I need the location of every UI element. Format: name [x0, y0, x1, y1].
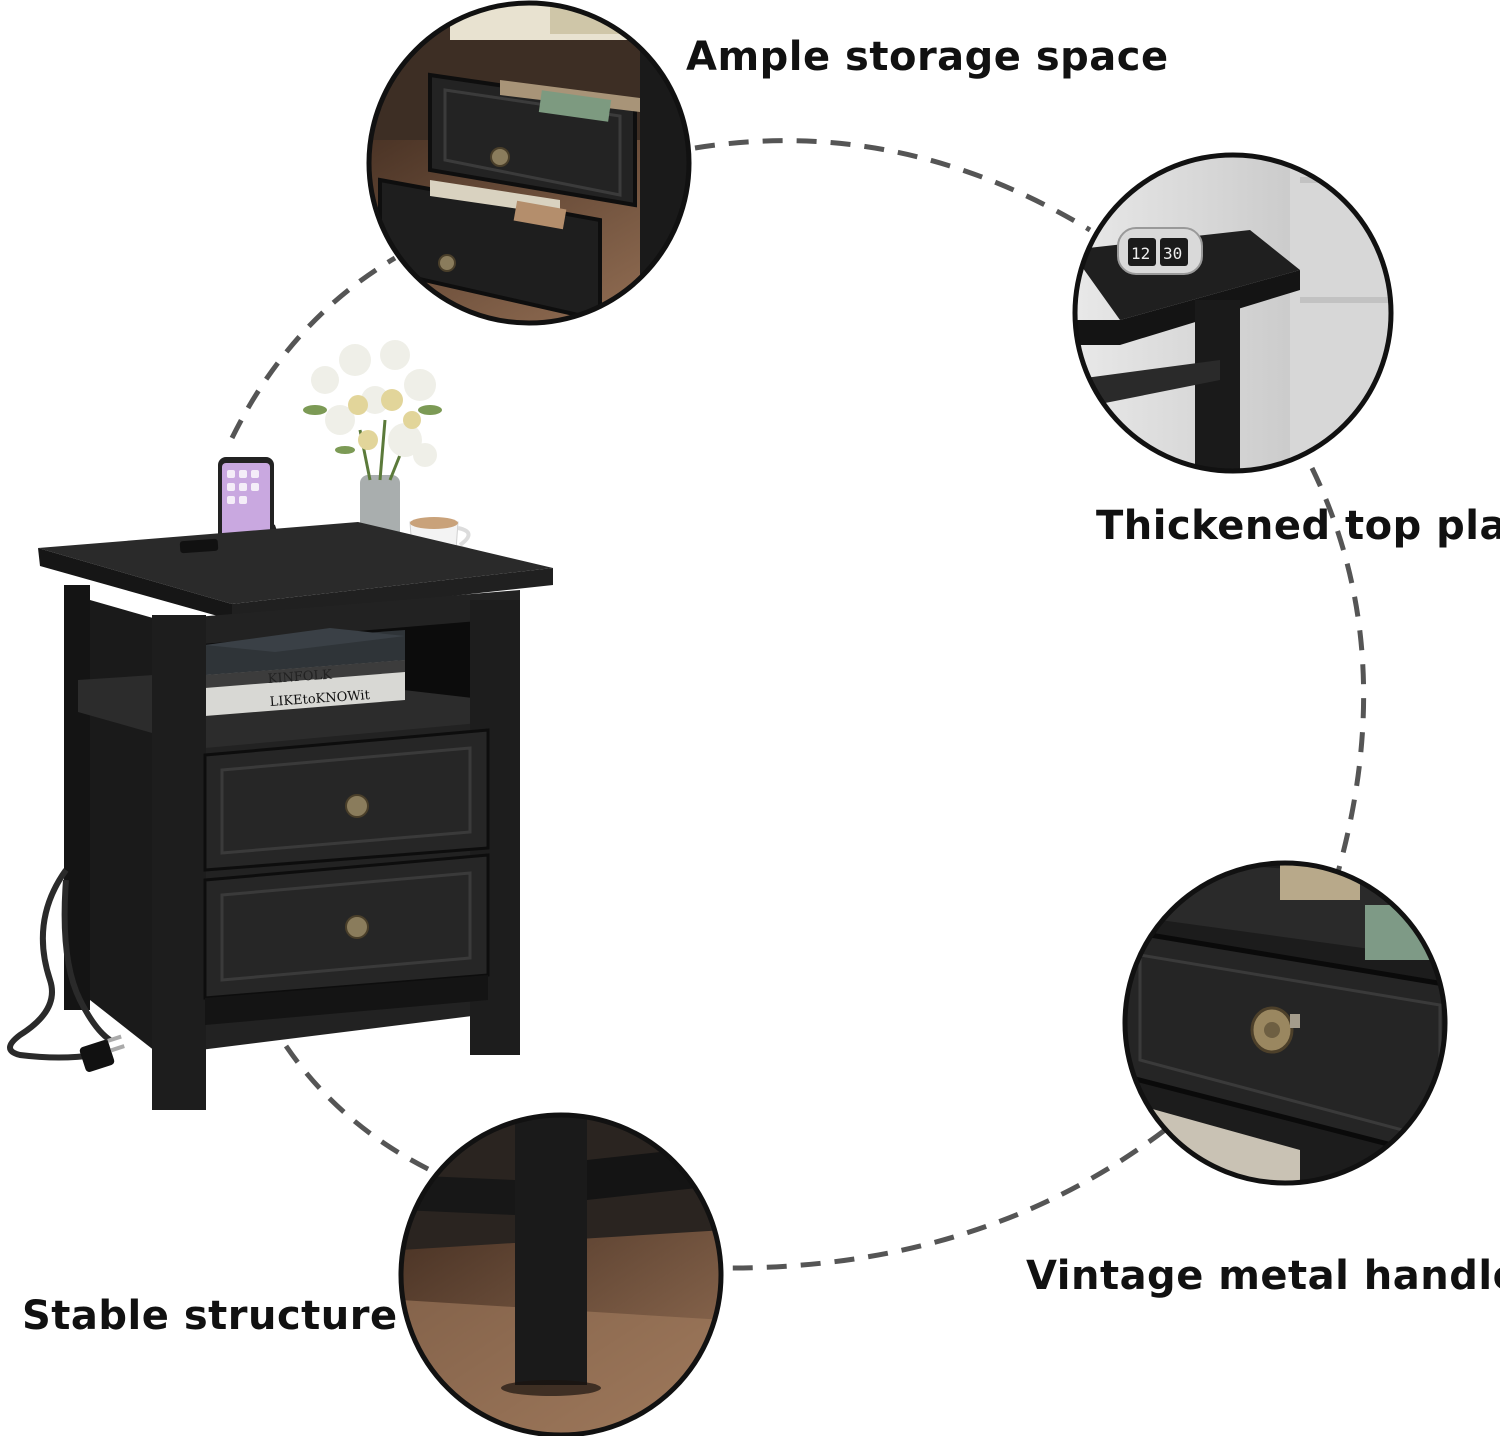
- nightstand-product: KINFOLK LIKEtoKNOWit: [7, 340, 553, 1110]
- drawers: [203, 728, 490, 1000]
- clock-digits-right: 30: [1163, 244, 1182, 263]
- feature-label-top-plate: Thickened top plate: [1096, 503, 1500, 549]
- detail-circle-structure: [398, 1112, 724, 1436]
- detail-circle-storage: [366, 0, 692, 326]
- books-icon: KINFOLK LIKEtoKNOWit: [205, 628, 405, 716]
- vintage-knob-icon: [1250, 1006, 1300, 1054]
- power-cord-icon: [7, 868, 125, 1072]
- feature-label-storage: Ample storage space: [686, 34, 1169, 80]
- clock-digits-left: 12: [1131, 244, 1150, 263]
- flip-clock-icon: 12 30: [1117, 227, 1203, 275]
- feature-label-handles: Vintage metal handles: [1026, 1253, 1500, 1299]
- flower-vase-icon: [303, 340, 442, 543]
- book-title-liketoknowit: LIKEtoKNOWit: [269, 688, 371, 710]
- book-title-kinfolk: KINFOLK: [267, 668, 332, 687]
- feature-label-structure: Stable structure: [22, 1293, 398, 1339]
- drawer-knob-icon: [345, 915, 369, 939]
- drawer-knob-icon: [345, 794, 369, 818]
- detail-circle-top-plate: 12 30: [1072, 152, 1394, 474]
- dashed-connector-path: [229, 138, 1367, 1271]
- detail-circle-handles: [1122, 860, 1448, 1186]
